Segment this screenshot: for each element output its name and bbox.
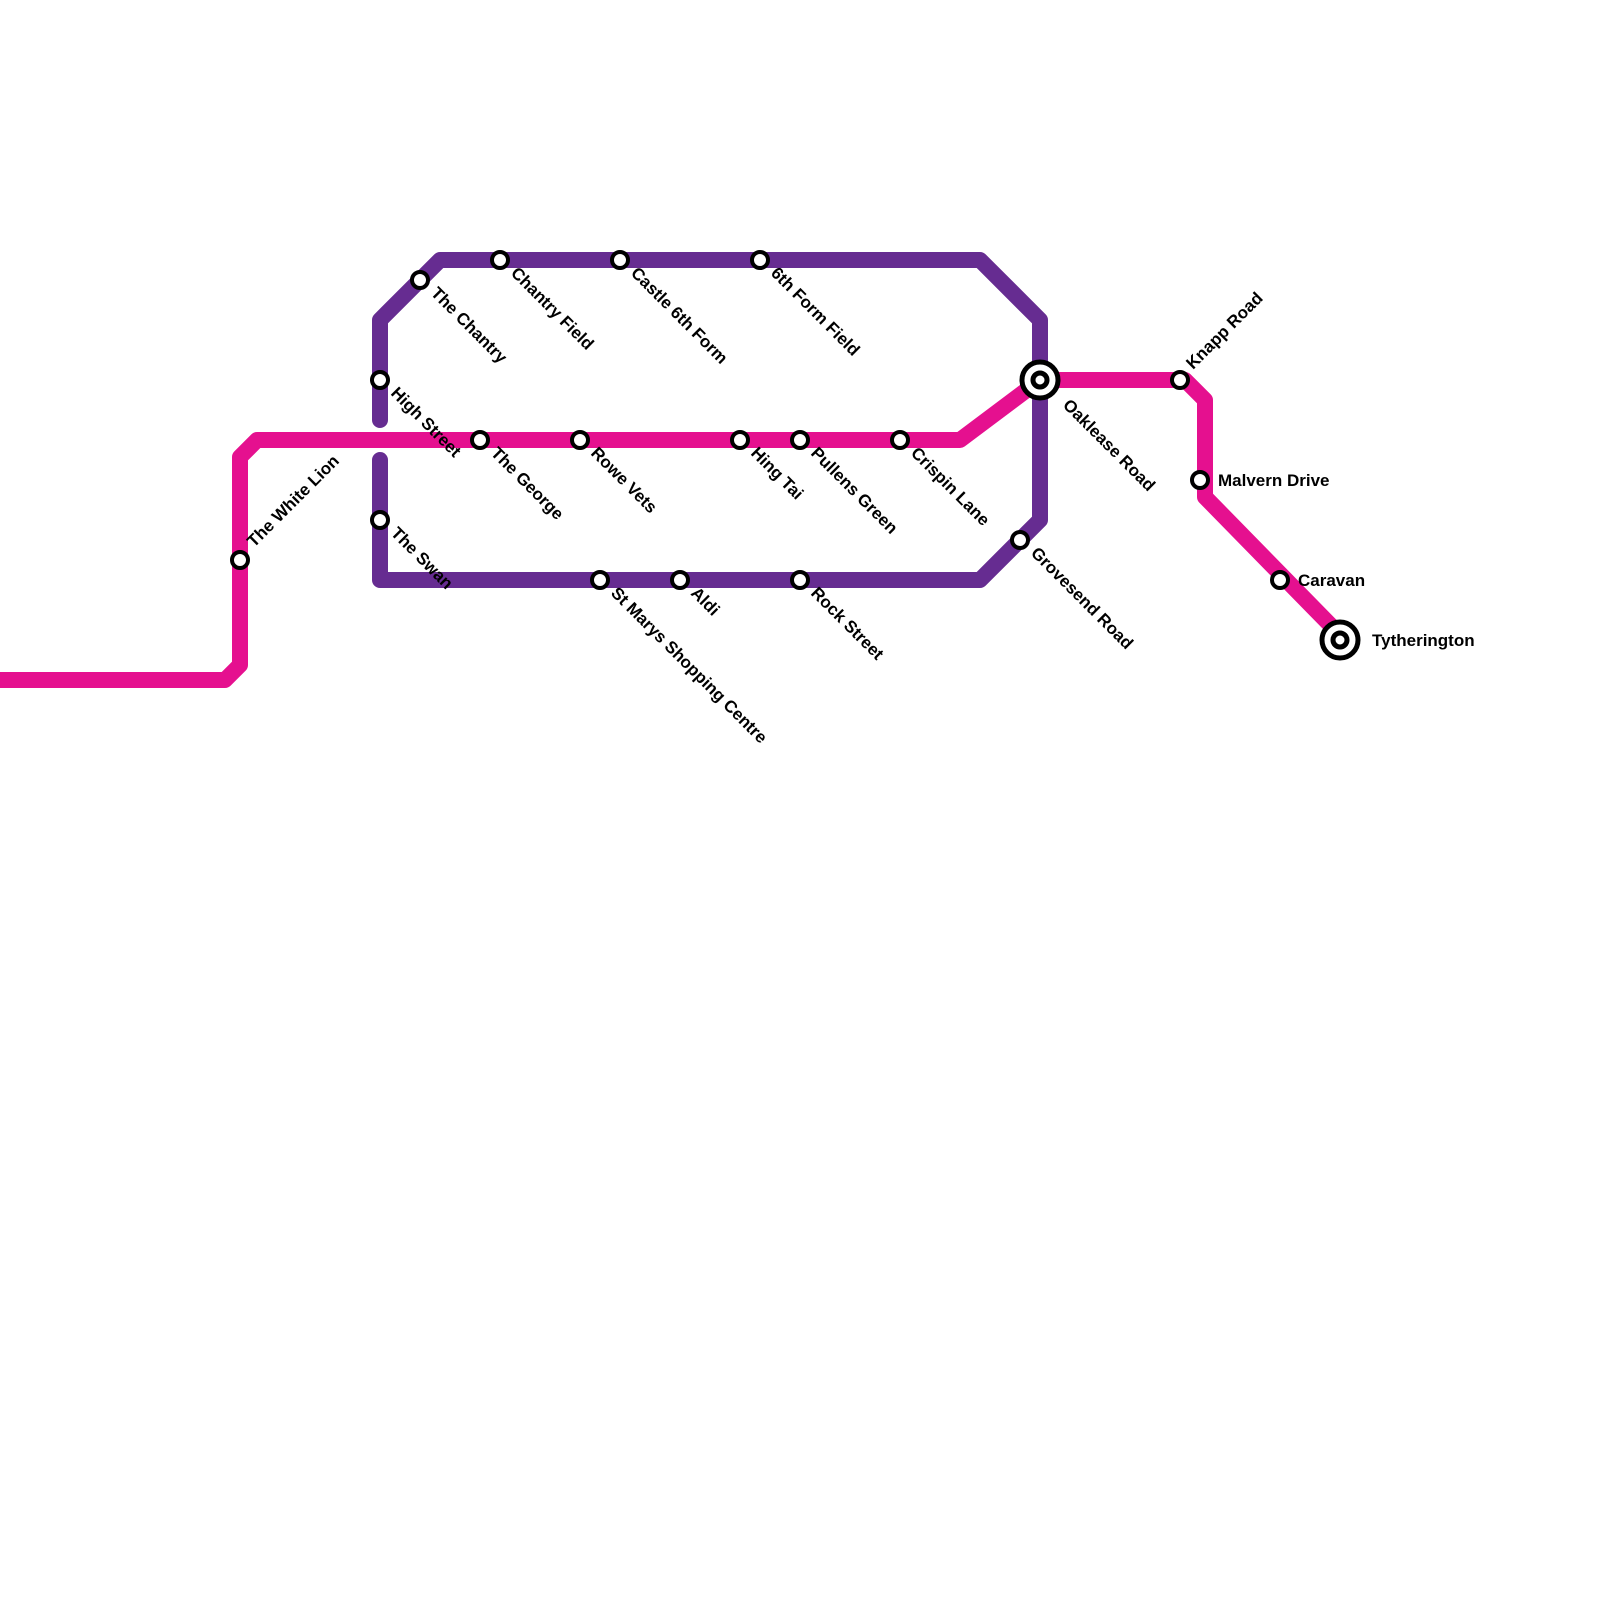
interchange-core (1030, 370, 1050, 390)
station-marker-rock-street[interactable] (790, 570, 810, 590)
station-marker-the-chantry[interactable] (410, 270, 430, 290)
station-label-caravan: Caravan (1298, 571, 1365, 590)
station-marker-knapp-road[interactable] (1170, 370, 1190, 390)
pink-line (0, 372, 1353, 688)
station-labels: The White Lion High Street The Chantry C… (243, 263, 1474, 747)
station-label-knapp-road: Knapp Road (1182, 289, 1266, 373)
station-marker-aldi[interactable] (670, 570, 690, 590)
station-marker-pullens-green[interactable] (790, 430, 810, 450)
purple-line-lower-loop (372, 372, 1048, 588)
station-marker-crispin-lane[interactable] (890, 430, 910, 450)
station-label-crispin-lane: Crispin Lane (907, 443, 993, 529)
station-label-the-white-lion: The White Lion (243, 451, 343, 551)
station-label-pullens-green: Pullens Green (807, 443, 901, 537)
pink-line-track (0, 372, 1353, 688)
station-marker-grovesend-road[interactable] (1010, 530, 1030, 550)
station-marker-hing-tai[interactable] (730, 430, 750, 450)
station-label-the-chantry: The Chantry (427, 283, 511, 367)
station-marker-the-swan[interactable] (370, 510, 390, 530)
station-label-hing-tai: Hing Tai (747, 443, 807, 503)
station-label-6th-form-field: 6th Form Field (767, 263, 863, 359)
station-marker-the-george[interactable] (470, 430, 490, 450)
station-marker-malvern-drive[interactable] (1190, 470, 1210, 490)
station-label-aldi: Aldi (687, 583, 723, 619)
station-label-tytherington: Tytherington (1372, 631, 1475, 650)
station-label-the-george: The George (487, 443, 567, 523)
station-label-rowe-vets: Rowe Vets (587, 443, 661, 517)
station-label-high-street: High Street (387, 383, 465, 461)
station-marker-rowe-vets[interactable] (570, 430, 590, 450)
station-marker-high-street[interactable] (370, 370, 390, 390)
station-markers (230, 250, 1361, 661)
station-label-st-marys: St Marys Shopping Centre (607, 583, 771, 747)
station-marker-castle-6th-form[interactable] (610, 250, 630, 270)
station-label-malvern-drive: Malvern Drive (1218, 471, 1330, 490)
station-marker-chantry-field[interactable] (490, 250, 510, 270)
station-marker-tytherington[interactable] (1319, 619, 1361, 661)
station-marker-oaklease-road[interactable] (1019, 359, 1061, 401)
purple-line (372, 252, 1048, 588)
purple-line-upper-loop (372, 252, 1048, 428)
station-marker-st-marys[interactable] (590, 570, 610, 590)
station-label-castle-6th-form: Castle 6th Form (627, 263, 731, 367)
station-label-rock-street: Rock Street (807, 583, 887, 663)
station-marker-caravan[interactable] (1270, 570, 1290, 590)
station-marker-the-white-lion[interactable] (230, 550, 250, 570)
station-label-chantry-field: Chantry Field (507, 263, 597, 353)
station-label-grovesend-road: Grovesend Road (1027, 543, 1137, 653)
station-marker-6th-form-field[interactable] (750, 250, 770, 270)
interchange-core (1330, 630, 1350, 650)
station-label-oaklease-road: Oaklease Road (1059, 395, 1159, 495)
